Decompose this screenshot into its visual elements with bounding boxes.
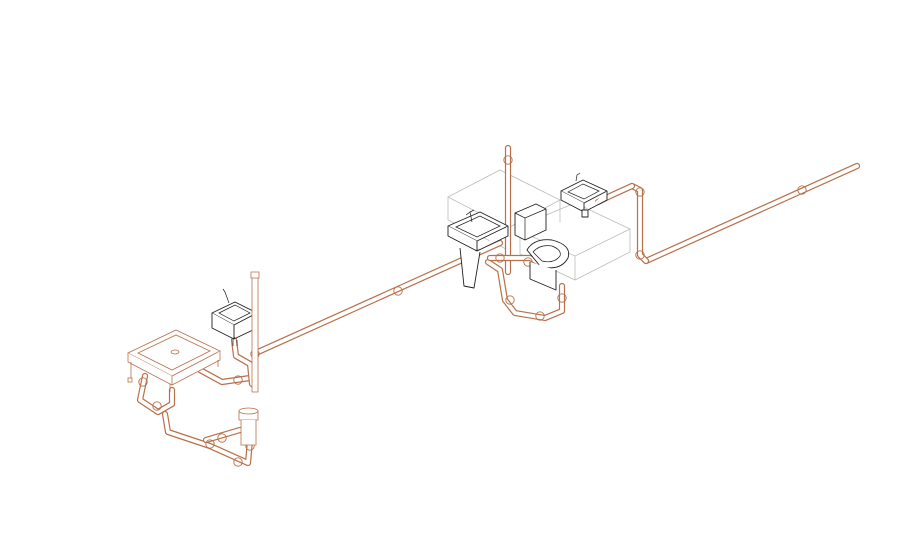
pipe-shower-trap xyxy=(136,372,176,416)
pipe-hub-i xyxy=(557,293,567,303)
pipe-riser-right xyxy=(628,182,650,265)
pipe-drain-tie xyxy=(202,426,244,444)
pipe-sink-drop xyxy=(230,336,256,388)
drain-pipe-network xyxy=(136,144,861,467)
pipe-main-line-right xyxy=(642,162,861,265)
washbasin-icon xyxy=(447,209,509,289)
pipe-loop-center xyxy=(484,258,566,322)
pipe-hub-d xyxy=(635,250,645,260)
pipe-hub-l xyxy=(138,377,148,387)
pipe-shower-drain-run xyxy=(161,410,254,467)
pipe-hub-g xyxy=(505,295,515,305)
pipe-hub-k xyxy=(152,401,162,411)
pipe-hub-m xyxy=(205,439,215,449)
toilet-icon xyxy=(514,203,570,291)
shower-tray-icon xyxy=(127,329,221,392)
pipe-hub-n xyxy=(233,457,243,467)
small-sink-icon xyxy=(560,172,608,218)
pipe-hub-j xyxy=(495,253,505,263)
pipe-hub-r xyxy=(523,257,533,267)
pipe-hub-q xyxy=(217,433,227,443)
pipe-hub-e xyxy=(635,187,645,197)
pipe-hub-h xyxy=(535,311,545,321)
vent-stack-icon xyxy=(250,271,260,393)
pipe-hub-f xyxy=(503,155,513,165)
pipe-hub-a xyxy=(797,185,807,195)
pipe-hub-p xyxy=(233,375,243,385)
floor-drain-icon xyxy=(238,407,259,446)
pipe-main-line-left xyxy=(254,239,504,356)
pipe-shower-outlet xyxy=(196,366,254,386)
pipe-hub-b xyxy=(393,286,403,296)
